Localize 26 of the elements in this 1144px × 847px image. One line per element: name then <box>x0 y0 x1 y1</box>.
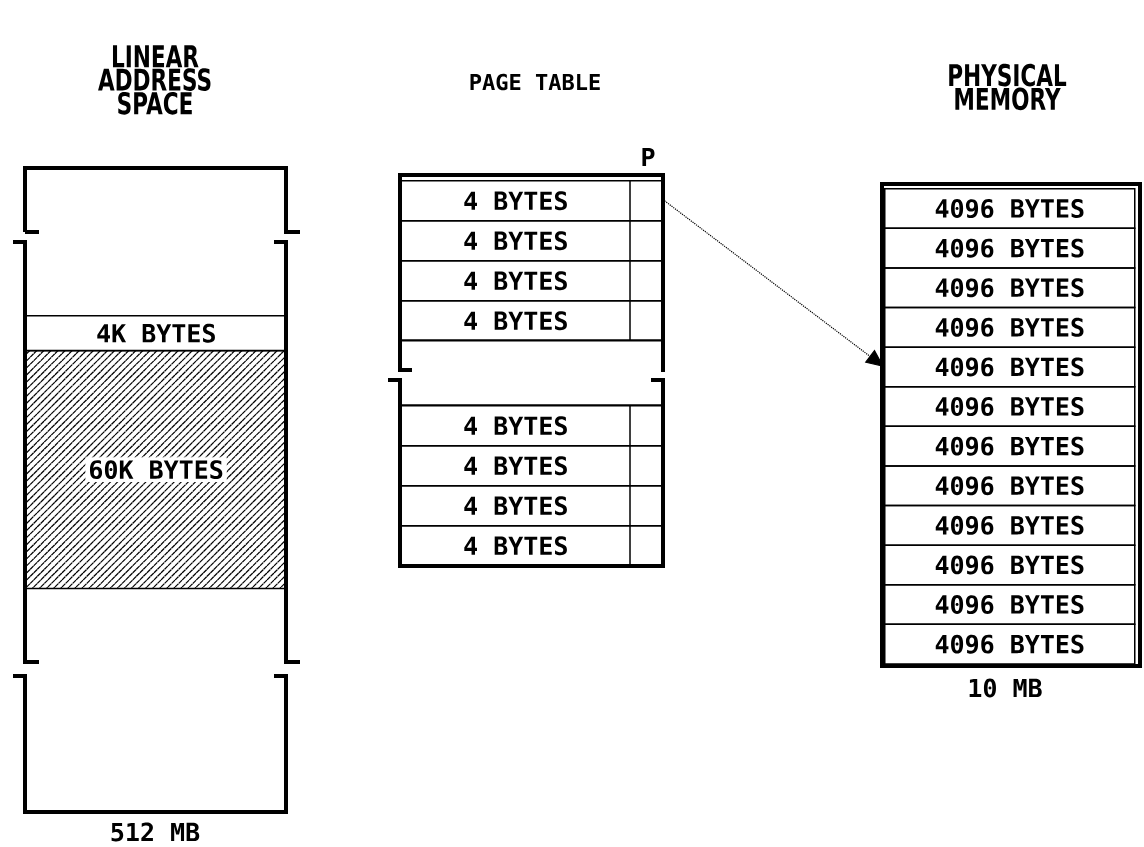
memory-page: 4096 BYTES <box>884 544 1136 586</box>
table-entry: 4 BYTES <box>400 259 665 302</box>
memory-page: 4096 BYTES <box>884 306 1136 348</box>
memory-page: 4096 BYTES <box>884 584 1136 626</box>
memory-page: 4096 BYTES <box>884 346 1136 388</box>
table-entry: 4 BYTES <box>400 444 665 487</box>
memory-page: 4096 BYTES <box>884 267 1136 309</box>
table-entry: 4 BYTES <box>400 299 665 342</box>
memory-page: 4096 BYTES <box>884 188 1136 230</box>
table-entry: 4 BYTES <box>400 484 665 527</box>
memory-page: 4096 BYTES <box>884 425 1136 467</box>
memory-page: 4096 BYTES <box>884 386 1136 428</box>
memory-page: 4096 BYTES <box>884 623 1136 665</box>
size-label: 512 MB <box>111 822 200 842</box>
memory-page: 4096 BYTES <box>884 227 1136 269</box>
table-entry: 4 BYTES <box>400 219 665 262</box>
memory-page: 4096 BYTES <box>884 504 1136 546</box>
size-label: 10 MB <box>969 678 1042 698</box>
memory-block: 4K BYTES <box>25 315 288 352</box>
node-label: PHYSICAL MEMORY <box>949 63 1067 111</box>
hatched-band: 60K BYTES <box>24 349 288 590</box>
column-label: P <box>642 147 655 167</box>
table-entry: 4 BYTES <box>400 524 665 567</box>
table-entry: 4 BYTES <box>400 404 665 447</box>
table-entry: 4 BYTES <box>400 179 665 222</box>
memory-page: 4096 BYTES <box>884 465 1136 507</box>
